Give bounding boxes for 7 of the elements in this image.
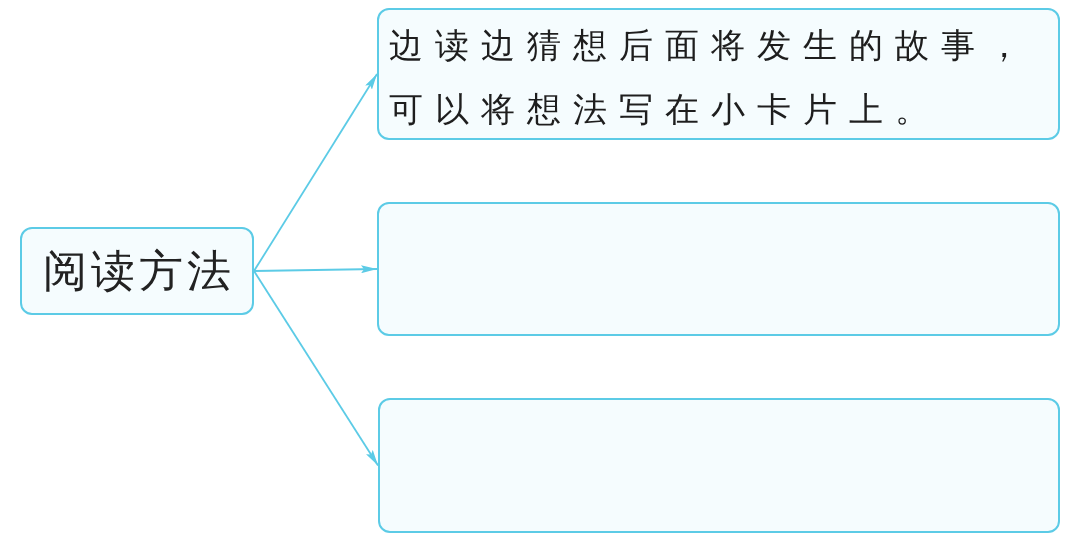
arrow bbox=[253, 270, 379, 467]
answer-box bbox=[378, 398, 1060, 533]
arrow bbox=[253, 265, 378, 274]
topic-box: 阅读方法 bbox=[20, 227, 254, 315]
text-box: 边读边猜想后面将发生的故事，可以将想法写在小卡片上。 bbox=[377, 8, 1060, 140]
arrow bbox=[253, 73, 378, 272]
answer-box bbox=[377, 202, 1060, 336]
